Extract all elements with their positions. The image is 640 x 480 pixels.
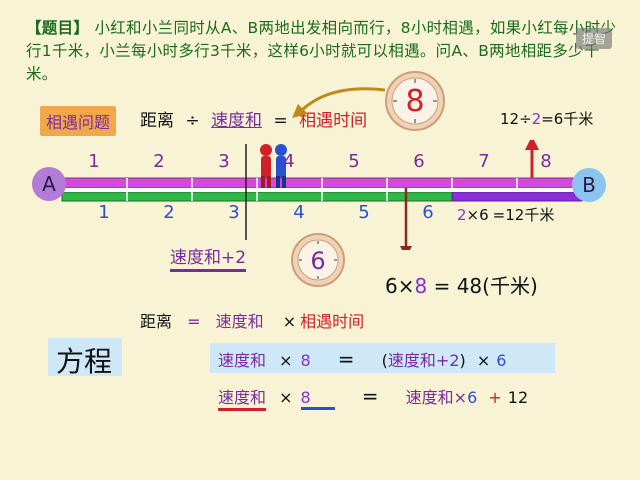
- eq2-left-times: ×: [279, 388, 293, 407]
- top-segment-3: 3: [218, 151, 230, 172]
- product-c: = 48(千米): [427, 274, 538, 298]
- bottom-segment-6: 6: [422, 202, 434, 223]
- eq2-equals: =: [361, 384, 379, 408]
- top-segment-7: 7: [478, 151, 490, 172]
- speed-plus-2-text: 速度和+2: [170, 248, 247, 268]
- eq1-equals: =: [337, 347, 355, 371]
- point-a: A: [32, 167, 66, 201]
- eq1-left-times: ×: [279, 351, 293, 370]
- formula2-times: ×: [282, 312, 297, 331]
- eq1-left-num: 8: [300, 351, 311, 370]
- right-calc-mid: 2×6=12千米: [457, 204, 554, 225]
- formula2-meet-time: 相遇时间: [300, 312, 365, 331]
- product-a: 6×: [385, 274, 415, 298]
- point-b: B: [572, 168, 606, 202]
- eq2-const: 12: [507, 388, 529, 407]
- right-calc-top: 12÷2=6千米: [500, 108, 593, 129]
- equation-1-highlight: [210, 343, 555, 373]
- formula1-speed-sum: 速度和: [211, 111, 263, 131]
- eq1-right-speed: 速度和+2: [387, 351, 460, 370]
- right-calc-top-a: 12÷: [500, 110, 532, 128]
- clock-top-number: 8: [405, 84, 424, 119]
- product-b: 8: [414, 274, 428, 298]
- eq2-left-num: 8: [300, 388, 335, 410]
- top-segment-2: 2: [153, 151, 165, 172]
- eq2-right-speed: 速度和×: [405, 388, 468, 407]
- top-segment-4: 4: [283, 151, 295, 172]
- speed-plus-2: 速度和+2: [170, 243, 247, 272]
- equation-1: 速度和 × 8 = (速度和+2) × 6: [218, 347, 506, 371]
- clock-top-icon: 8: [384, 70, 446, 132]
- bottom-segment-5: 5: [358, 202, 370, 223]
- bottom-segment-3: 3: [228, 202, 240, 223]
- eq1-left-speed: 速度和: [218, 351, 267, 370]
- watermark: 提智: [575, 28, 612, 49]
- curved-arrow-icon: [292, 87, 386, 118]
- right-calc-top-b: 2: [531, 110, 542, 128]
- eq1-close: ): [459, 351, 466, 370]
- product-line: 6×8 = 48(千米): [385, 270, 538, 299]
- formula2-equals: =: [187, 312, 201, 331]
- problem-text: 【题目】 小红和小兰同时从A、B两地出发相向而行，8小时相遇，如果小红每小时少行…: [26, 17, 626, 86]
- bottom-segment-4: 4: [293, 202, 305, 223]
- people-icon: [260, 144, 287, 188]
- right-calc-mid-c: =12千米: [492, 206, 555, 224]
- problem-body: 小红和小兰同时从A、B两地出发相向而行，8小时相遇，如果小红每小时少行1千米，小…: [26, 19, 617, 83]
- eq1-right-times: ×: [476, 351, 491, 370]
- formula-row-2: 距离 = 速度和 ×相遇时间: [140, 308, 364, 332]
- clock-bottom-number: 6: [310, 247, 325, 275]
- equation-title: 方程: [56, 345, 113, 378]
- eq1-right-num: 6: [496, 351, 507, 370]
- formula1-meet-time: 相遇时间: [299, 111, 368, 131]
- formula1-distance: 距离: [140, 111, 174, 131]
- equation-2: 速度和 × 8 = 速度和×6 +12: [218, 384, 528, 411]
- formula2-distance: 距离: [140, 312, 173, 331]
- equation-title-box: [48, 338, 122, 376]
- formula1-divide: ÷: [185, 111, 200, 131]
- formula-row-1: 距离 ÷ 速度和 = 相遇时间: [140, 106, 367, 131]
- bottom-segment-2: 2: [163, 202, 175, 223]
- right-calc-mid-a: 2: [457, 206, 467, 224]
- clock-bottom-icon: 6: [290, 232, 346, 288]
- distance-diagram: [61, 140, 583, 250]
- bottom-segment-1: 1: [98, 202, 110, 223]
- eq1-open: (: [381, 351, 388, 370]
- eq2-right-num: 6: [467, 388, 478, 407]
- top-segment-6: 6: [413, 151, 425, 172]
- top-segment-8: 8: [540, 151, 552, 172]
- top-segment-1: 1: [88, 151, 100, 172]
- eq2-plus: +: [488, 388, 502, 407]
- formula2-speed-sum: 速度和: [215, 312, 264, 331]
- problem-header: 【题目】: [26, 19, 90, 37]
- formula1-equals: =: [273, 111, 288, 131]
- top-segment-5: 5: [348, 151, 360, 172]
- right-calc-top-c: =6千米: [541, 110, 594, 128]
- meeting-problem-label: 相遇问题: [40, 106, 117, 136]
- eq2-left-speed: 速度和: [218, 384, 267, 411]
- right-calc-mid-b: ×6: [466, 206, 489, 224]
